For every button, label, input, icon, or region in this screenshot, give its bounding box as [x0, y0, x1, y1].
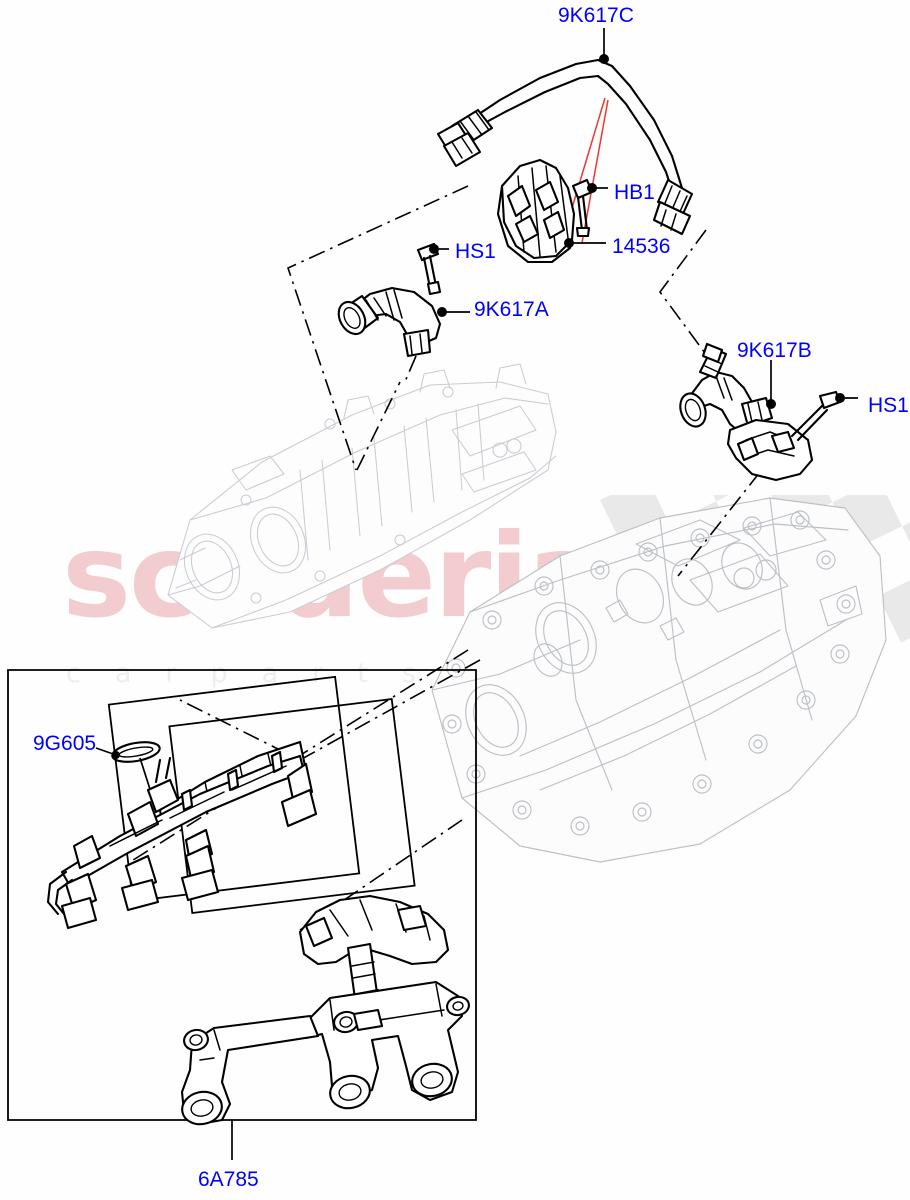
ghost-intake-manifold — [167, 363, 557, 629]
ghost-engine-block — [431, 497, 887, 863]
callout-hs1-right[interactable]: HS1 — [868, 394, 909, 417]
callout-9g605[interactable]: 9G605 — [33, 732, 97, 755]
part-6a785-assembly — [180, 894, 470, 1126]
callout-9k617b[interactable]: 9K617B — [737, 339, 812, 362]
watermark-carparts: carparts — [66, 658, 450, 689]
part-9k617a-hose — [337, 286, 470, 385]
part-9k617c-hose — [436, 28, 694, 236]
callout-9k617a[interactable]: 9K617A — [474, 298, 549, 321]
callout-14536[interactable]: 14536 — [612, 235, 671, 258]
callout-hb1[interactable]: HB1 — [614, 181, 655, 204]
part-hb1-bolt — [571, 178, 608, 238]
part-9k617b-hose — [679, 342, 814, 482]
part-hs1-screw-right — [790, 390, 858, 442]
callout-9k617c[interactable]: 9K617C — [558, 4, 634, 27]
callout-6a785[interactable]: 6A785 — [198, 1168, 259, 1191]
part-fuel-rail-assembly — [46, 740, 318, 930]
callout-hs1-left[interactable]: HS1 — [455, 240, 496, 263]
part-hs1-screw-left — [416, 242, 449, 296]
part-14536-bracket — [496, 158, 606, 264]
